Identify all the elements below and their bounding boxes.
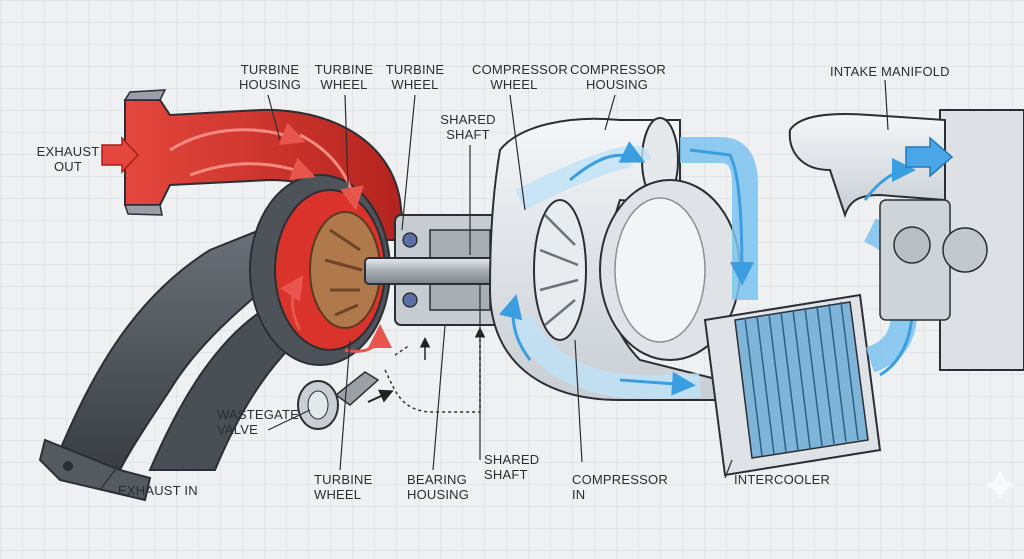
compressor-wheel (533, 199, 587, 341)
intercooler (703, 293, 882, 477)
compressor-housing (488, 117, 741, 401)
wastegate-valve (297, 327, 486, 430)
charge-pipe (680, 137, 758, 300)
leader-lines (99, 79, 889, 491)
exhaust-out-arrow-icon (101, 136, 140, 174)
sparkle-icon (985, 470, 1015, 500)
label-intake-manifold: INTAKE MANIFOLD (830, 64, 950, 79)
label-intercooler: INTERCOOLER (734, 472, 831, 487)
intake-manifold (788, 109, 1024, 371)
label-exhaust-in: EXHAUST IN (118, 483, 198, 498)
intake-arrow-icon (905, 136, 954, 178)
turbine-housing (123, 89, 407, 366)
